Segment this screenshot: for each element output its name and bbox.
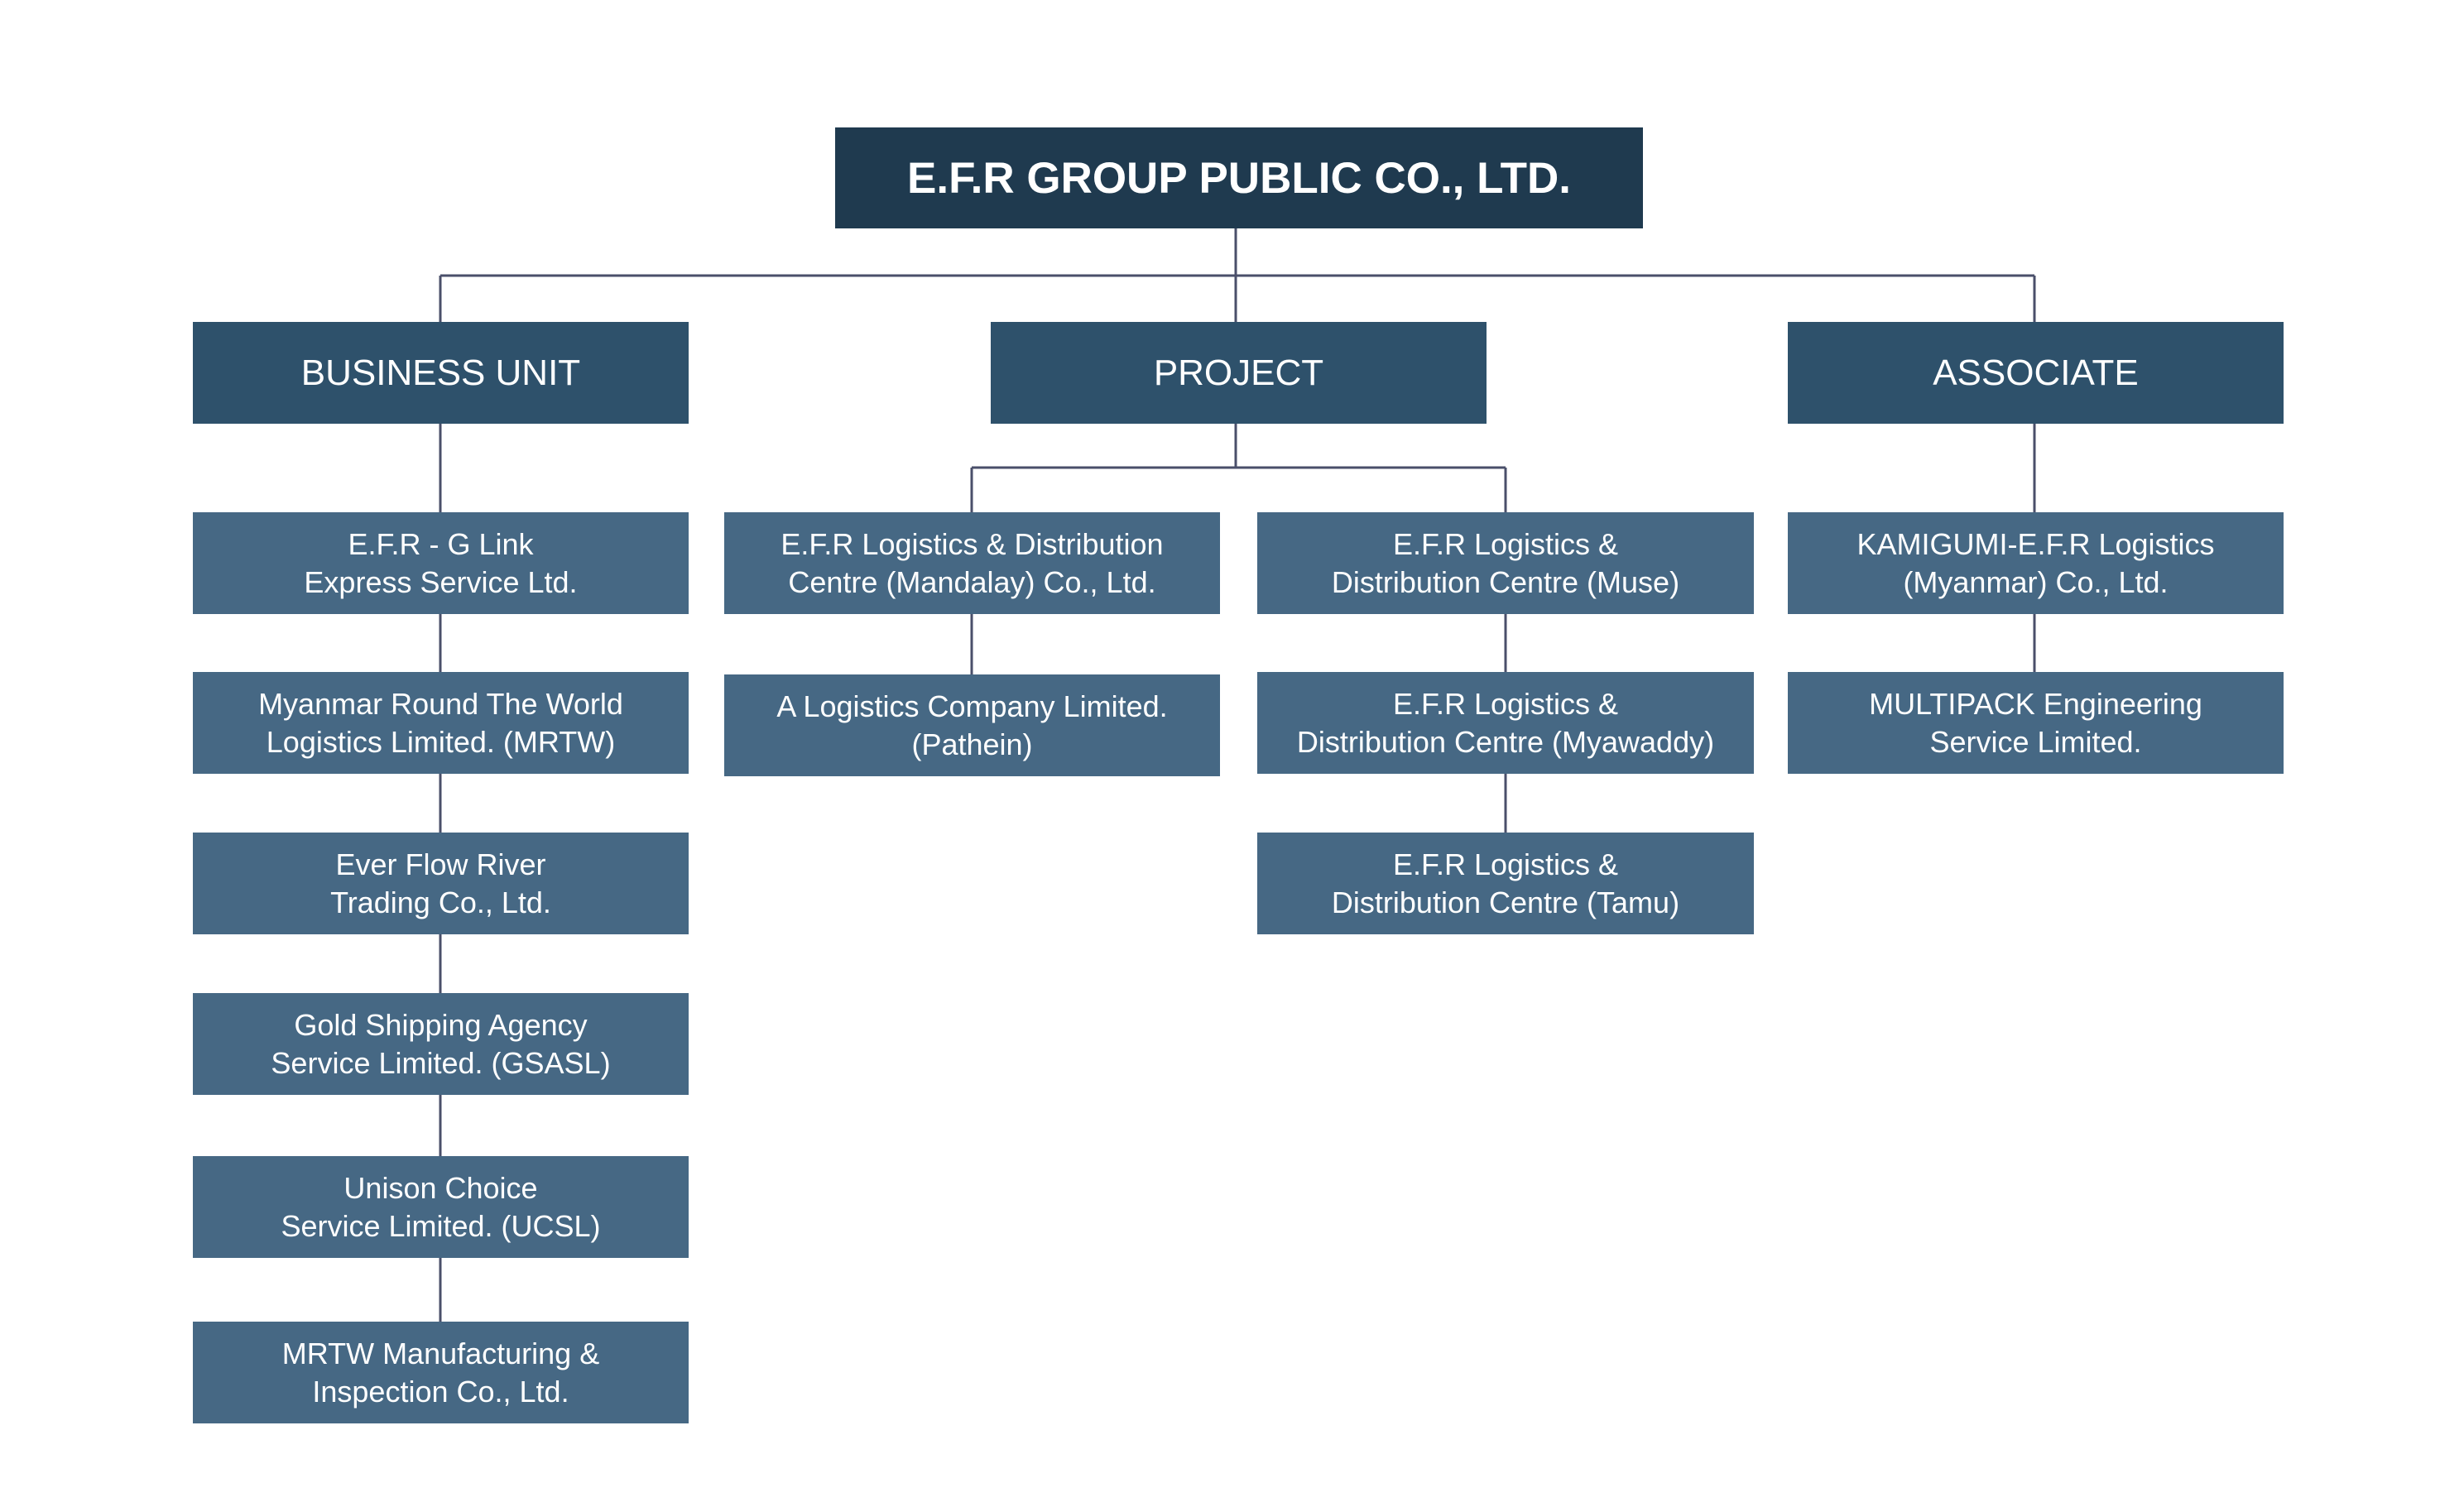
org-node: Ever Flow River Trading Co., Ltd. <box>193 833 689 934</box>
org-node: Gold Shipping Agency Service Limited. (G… <box>193 993 689 1095</box>
org-node-label: E.F.R - G Link Express Service Ltd. <box>304 526 578 599</box>
org-node: Myanmar Round The World Logistics Limite… <box>193 672 689 774</box>
org-node: Unison Choice Service Limited. (UCSL) <box>193 1156 689 1258</box>
category-label: BUSINESS UNIT <box>300 352 581 393</box>
root-label: E.F.R GROUP PUBLIC CO., LTD. <box>907 153 1571 203</box>
org-node-label: MULTIPACK Engineering Service Limited. <box>1869 686 2202 759</box>
org-node-label: E.F.R Logistics & Distribution Centre (M… <box>1331 526 1680 599</box>
org-node-label: A Logistics Company Limited. (Pathein) <box>776 689 1168 761</box>
org-node-label: E.F.R Logistics & Distribution Centre (M… <box>1296 686 1715 759</box>
org-node: MRTW Manufacturing & Inspection Co., Ltd… <box>193 1322 689 1423</box>
category-business-unit: BUSINESS UNIT <box>193 322 689 424</box>
org-node: MULTIPACK Engineering Service Limited. <box>1788 672 2284 774</box>
org-node-label: KAMIGUMI-E.F.R Logistics (Myanmar) Co., … <box>1856 526 2215 599</box>
category-label: PROJECT <box>1153 352 1324 393</box>
org-node: E.F.R Logistics & Distribution Centre (M… <box>1257 512 1754 614</box>
org-node: KAMIGUMI-E.F.R Logistics (Myanmar) Co., … <box>1788 512 2284 614</box>
org-node-label: Unison Choice Service Limited. (UCSL) <box>281 1170 601 1243</box>
org-node-label: Myanmar Round The World Logistics Limite… <box>258 686 623 759</box>
org-node: E.F.R Logistics & Distribution Centre (T… <box>1257 833 1754 934</box>
category-project: PROJECT <box>991 322 1487 424</box>
org-node: A Logistics Company Limited. (Pathein) <box>724 674 1220 776</box>
org-node-label: MRTW Manufacturing & Inspection Co., Ltd… <box>281 1336 600 1409</box>
category-associate: ASSOCIATE <box>1788 322 2284 424</box>
category-label: ASSOCIATE <box>1933 352 2139 393</box>
org-node: E.F.R Logistics & Distribution Centre (M… <box>1257 672 1754 774</box>
org-node-label: E.F.R Logistics & Distribution Centre (T… <box>1331 847 1680 919</box>
org-node: E.F.R - G Link Express Service Ltd. <box>193 512 689 614</box>
org-node: E.F.R Logistics & Distribution Centre (M… <box>724 512 1220 614</box>
org-node-label: E.F.R Logistics & Distribution Centre (M… <box>781 526 1164 599</box>
org-node-label: Ever Flow River Trading Co., Ltd. <box>330 847 551 919</box>
org-node-label: Gold Shipping Agency Service Limited. (G… <box>271 1007 611 1080</box>
root-node: E.F.R GROUP PUBLIC CO., LTD. <box>835 127 1643 228</box>
